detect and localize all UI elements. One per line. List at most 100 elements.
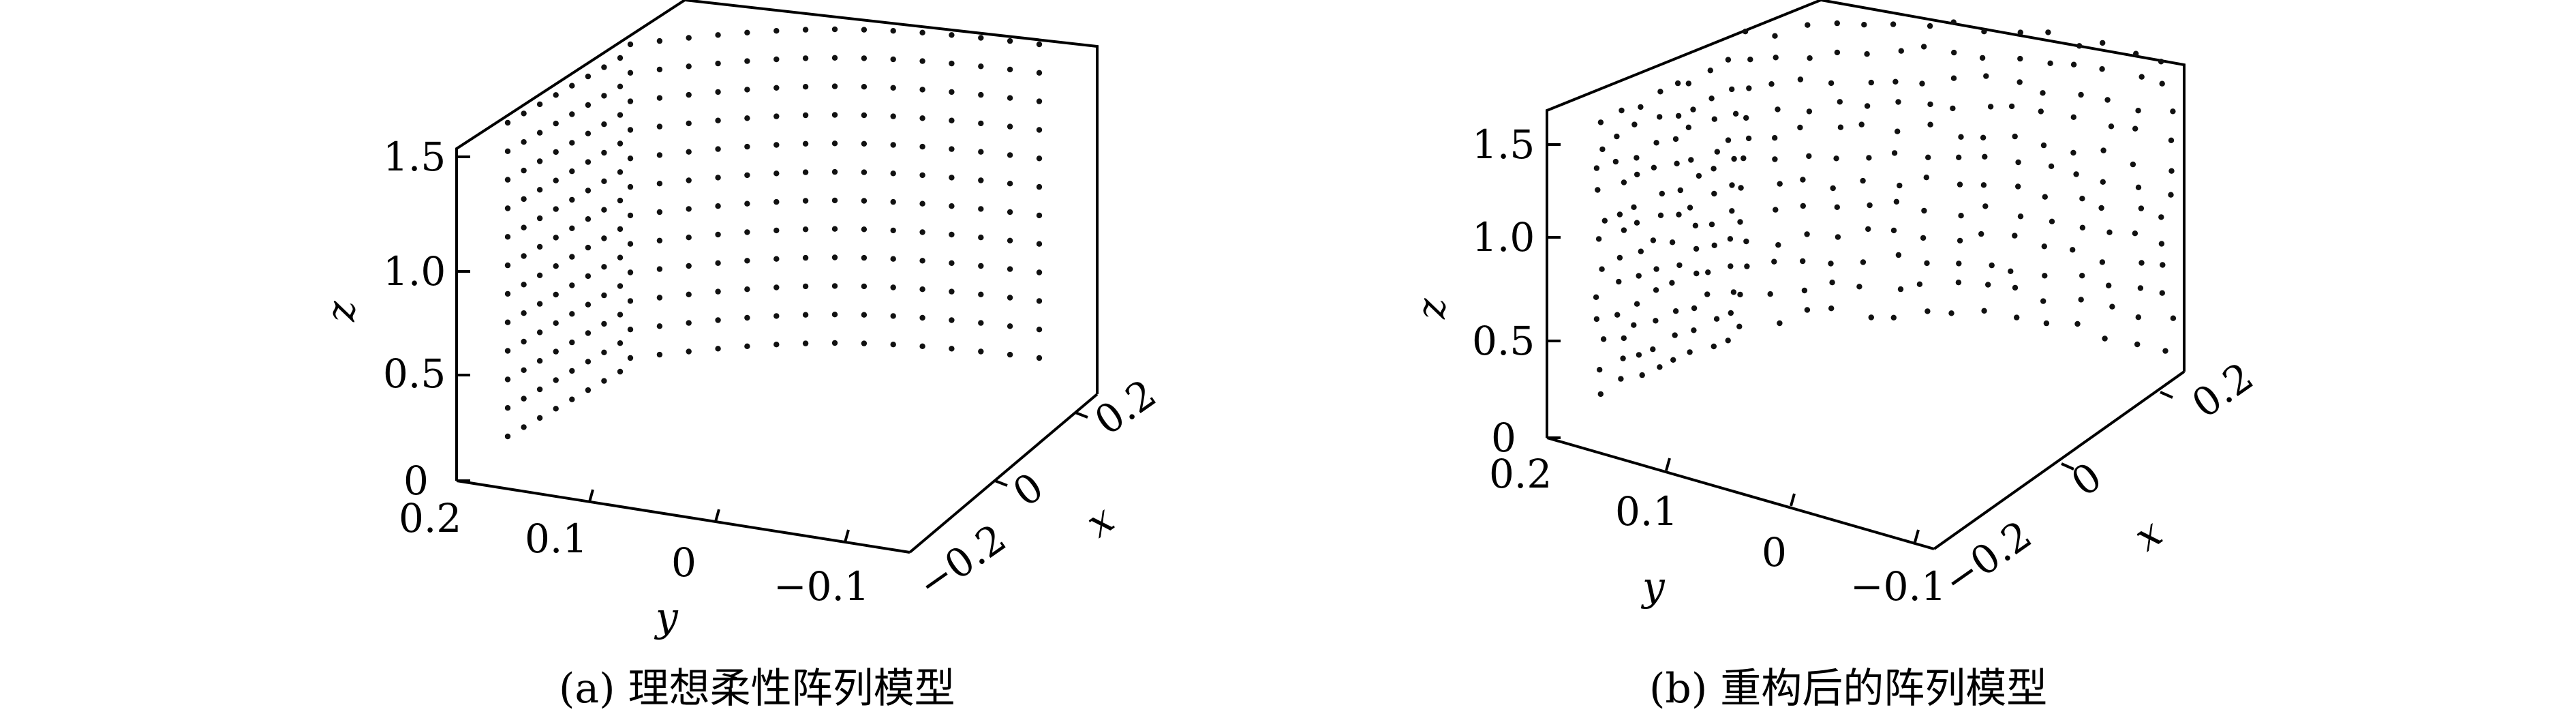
array-element-point	[1833, 155, 1839, 162]
array-element-point	[2045, 29, 2051, 35]
array-element-point	[2135, 184, 2142, 190]
array-element-point	[553, 406, 559, 412]
array-element-point	[1696, 173, 1702, 179]
array-element-point	[978, 235, 984, 241]
array-element-point	[656, 237, 663, 243]
array-element-point	[919, 143, 925, 150]
array-element-point	[890, 227, 896, 234]
array-element-point	[1829, 280, 1835, 286]
array-element-point	[601, 64, 607, 70]
array-element-point	[656, 266, 663, 272]
array-element-point	[1711, 242, 1717, 248]
array-element-point	[1868, 314, 1874, 320]
array-element-point	[715, 60, 721, 67]
array-element-point	[1737, 219, 1743, 225]
array-element-point	[831, 26, 838, 33]
array-element-point	[504, 405, 511, 411]
array-element-point	[1867, 202, 1873, 209]
array-element-point	[861, 140, 868, 147]
array-element-point	[2100, 40, 2106, 46]
array-element-point	[617, 112, 624, 118]
array-element-point	[1687, 349, 1693, 355]
array-element-point	[504, 205, 511, 211]
array-element-point	[1890, 227, 1897, 234]
array-element-point	[1890, 314, 1897, 320]
array-element-point	[773, 198, 780, 205]
array-element-point	[861, 198, 868, 204]
array-element-point	[1828, 305, 1835, 312]
array-element-point	[553, 235, 559, 241]
array-element-point	[1728, 310, 1734, 316]
array-element-point	[919, 200, 925, 207]
array-element-point	[2017, 55, 2023, 62]
array-element-point	[949, 146, 955, 152]
array-element-point	[553, 149, 559, 155]
array-element-point	[1631, 204, 1637, 210]
array-element-point	[2076, 43, 2083, 49]
array-element-point	[1007, 152, 1013, 158]
array-element-point	[1595, 236, 1602, 242]
array-element-point	[890, 284, 896, 290]
array-element-point	[1892, 78, 1899, 85]
array-element-point	[1688, 157, 1694, 163]
array-element-point	[1657, 364, 1663, 370]
array-element-point	[744, 58, 750, 64]
array-element-point	[2106, 229, 2113, 235]
array-element-point	[585, 244, 592, 251]
array-element-point	[2048, 163, 2055, 169]
array-element-point	[2070, 247, 2076, 253]
array-element-point	[627, 98, 634, 104]
array-element-point	[802, 84, 809, 90]
panel-a-ytick-mark	[588, 489, 594, 503]
array-element-point	[504, 376, 511, 383]
panel-a-y-axis-label: y	[654, 594, 679, 640]
array-element-point	[656, 95, 663, 101]
array-element-point	[1007, 66, 1013, 73]
panel-b-y-axis-label: y	[1640, 563, 1666, 610]
array-element-point	[831, 112, 838, 118]
array-element-point	[715, 89, 721, 95]
array-element-point	[617, 83, 624, 89]
array-element-point	[1800, 177, 1806, 183]
array-element-point	[656, 295, 663, 301]
array-element-point	[1767, 291, 1773, 297]
array-element-point	[504, 262, 511, 269]
array-element-point	[773, 256, 780, 262]
array-element-point	[1737, 291, 1743, 298]
array-element-point	[1616, 254, 1623, 261]
array-element-point	[949, 203, 955, 209]
array-element-point	[569, 311, 575, 317]
array-element-point	[1620, 355, 1626, 361]
panel-a-z-axis-label: z	[318, 301, 364, 323]
panel-b-right-wall	[1820, 0, 2186, 372]
array-element-point	[686, 177, 692, 183]
array-element-point	[1797, 124, 1803, 131]
array-element-point	[2099, 259, 2106, 265]
array-element-point	[1675, 113, 1682, 119]
array-element-point	[1957, 237, 1963, 244]
array-element-point	[686, 63, 692, 70]
array-element-point	[1893, 198, 1900, 205]
array-element-point	[1980, 134, 1987, 140]
array-element-point	[949, 89, 955, 95]
array-element-point	[773, 170, 780, 177]
array-element-point	[2158, 59, 2164, 65]
array-element-point	[1631, 121, 1638, 128]
array-element-point	[744, 343, 750, 349]
array-element-point	[1956, 154, 1962, 160]
array-element-point	[1773, 207, 1779, 213]
panel-b-left-wall	[1546, 0, 1822, 438]
array-element-point	[1653, 140, 1659, 146]
array-element-point	[773, 113, 780, 119]
array-element-point	[744, 258, 750, 264]
array-element-point	[627, 155, 634, 162]
array-element-point	[919, 58, 925, 64]
array-element-point	[1958, 134, 1964, 140]
array-element-point	[1955, 280, 1962, 286]
panel-b-xtick-label: −0.2	[1935, 511, 2040, 604]
array-element-point	[831, 226, 838, 232]
array-element-point	[1856, 284, 1862, 290]
array-element-point	[2138, 205, 2145, 211]
array-element-point	[1007, 237, 1013, 243]
array-element-point	[504, 148, 511, 154]
